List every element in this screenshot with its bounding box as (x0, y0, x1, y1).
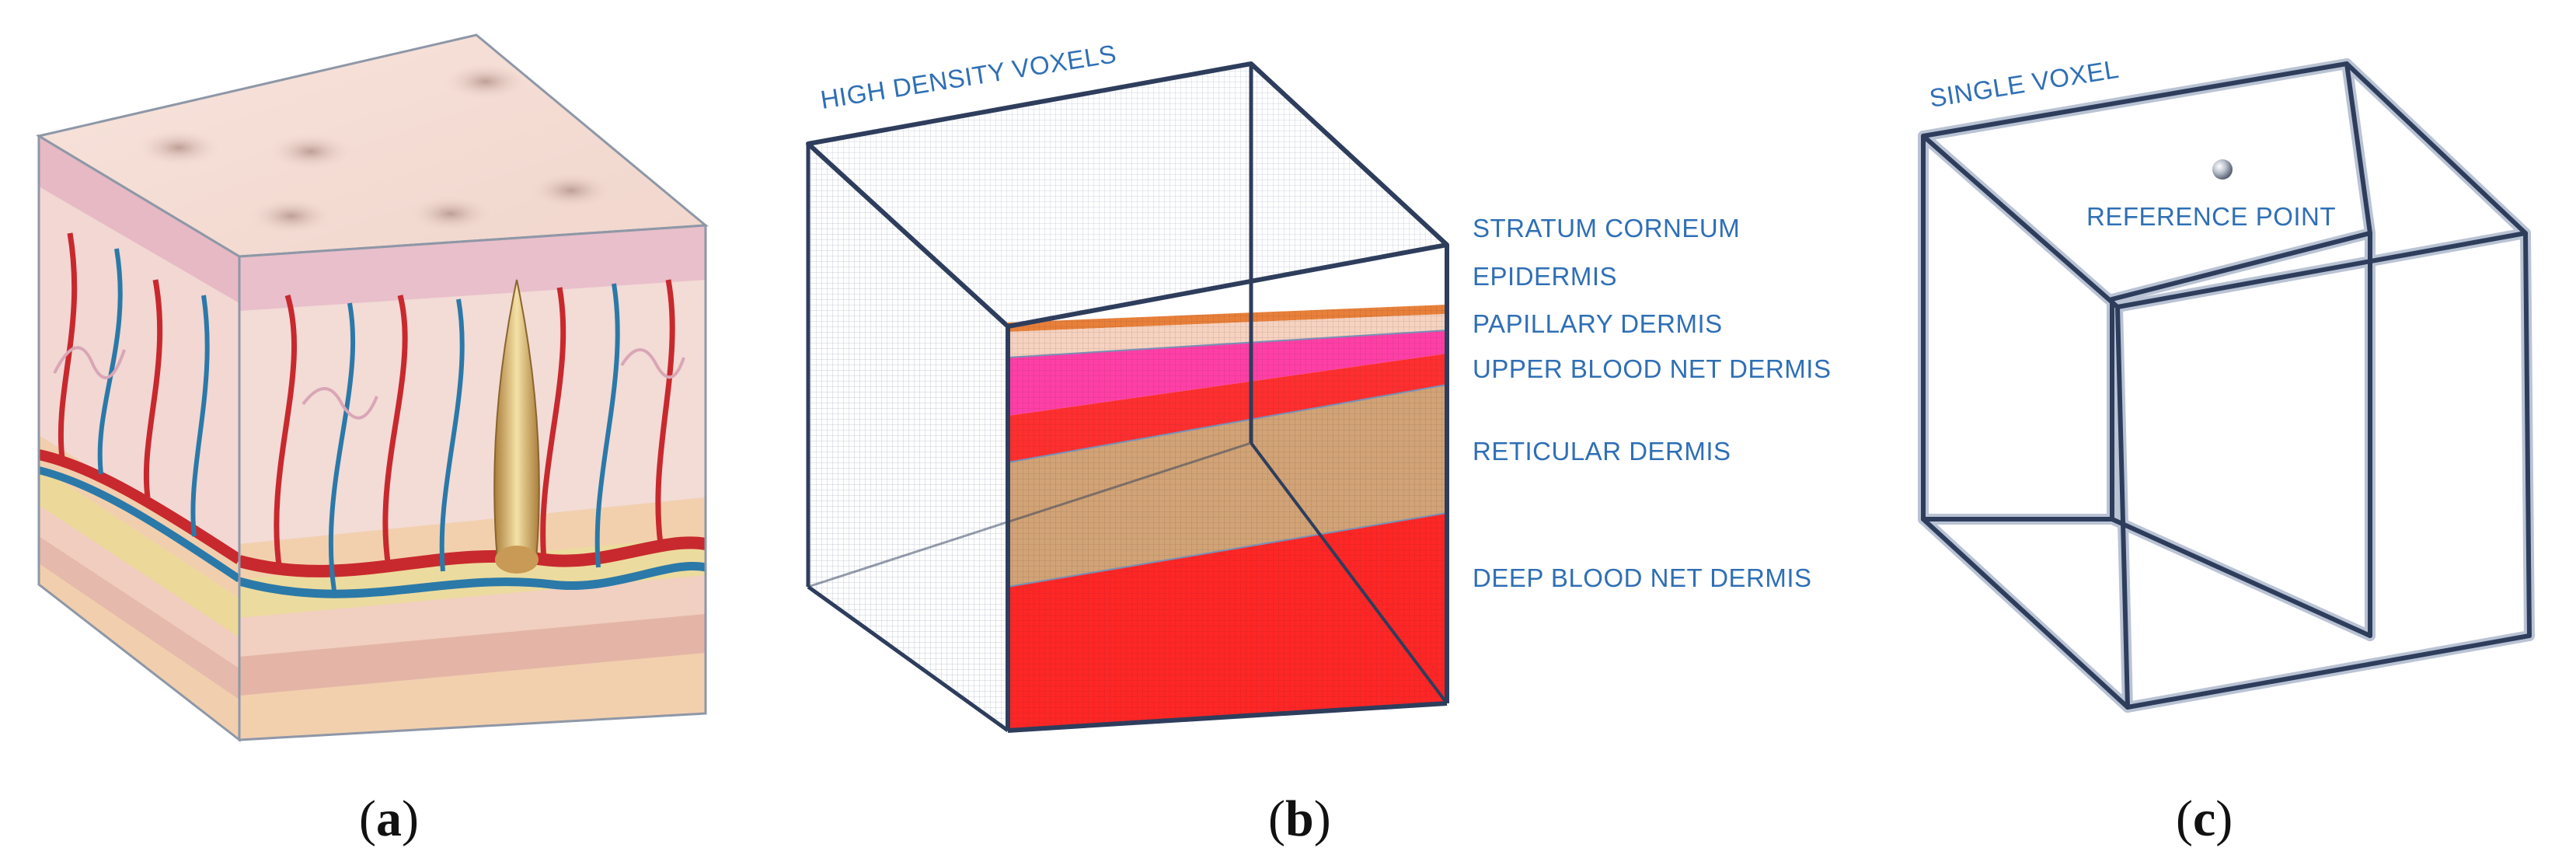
voxel-back-face (808, 64, 1447, 326)
caption-b: (b) (1268, 790, 1331, 847)
single-voxel-cube: SINGLE VOXEL REFERENCE POINT (1918, 54, 2535, 713)
label-upper-blood-net-dermis: UPPER BLOOD NET DERMIS (1473, 354, 1831, 383)
pore (136, 129, 221, 166)
voxel-back-face (808, 144, 1008, 731)
label-epidermis: EPIDERMIS (1473, 262, 1617, 291)
skin-cross-section-right (239, 225, 706, 740)
label-papillary-dermis: PAPILLARY DERMIS (1473, 309, 1723, 338)
pore (249, 197, 334, 235)
reference-point-label: REFERENCE POINT (2086, 202, 2336, 231)
pore (443, 63, 528, 100)
pore (268, 133, 354, 170)
pore (528, 172, 614, 209)
hair-follicle (493, 279, 540, 560)
caption-a: (a) (359, 790, 419, 847)
label-reticular-dermis: RETICULAR DERMIS (1473, 437, 1731, 466)
pore (408, 195, 493, 232)
layer-stack (1007, 305, 1448, 731)
voxel-cube-layered: HIGH DENSITY VOXELS STRATUM CORNEUM EPID… (806, 39, 1831, 733)
label-deep-blood-net-dermis: DEEP BLOOD NET DERMIS (1473, 563, 1812, 592)
caption-c: (c) (2176, 790, 2233, 847)
label-stratum-corneum: STRATUM CORNEUM (1473, 214, 1740, 242)
reference-point-sphere (2212, 159, 2233, 180)
skin-cube-illustration (36, 33, 709, 743)
